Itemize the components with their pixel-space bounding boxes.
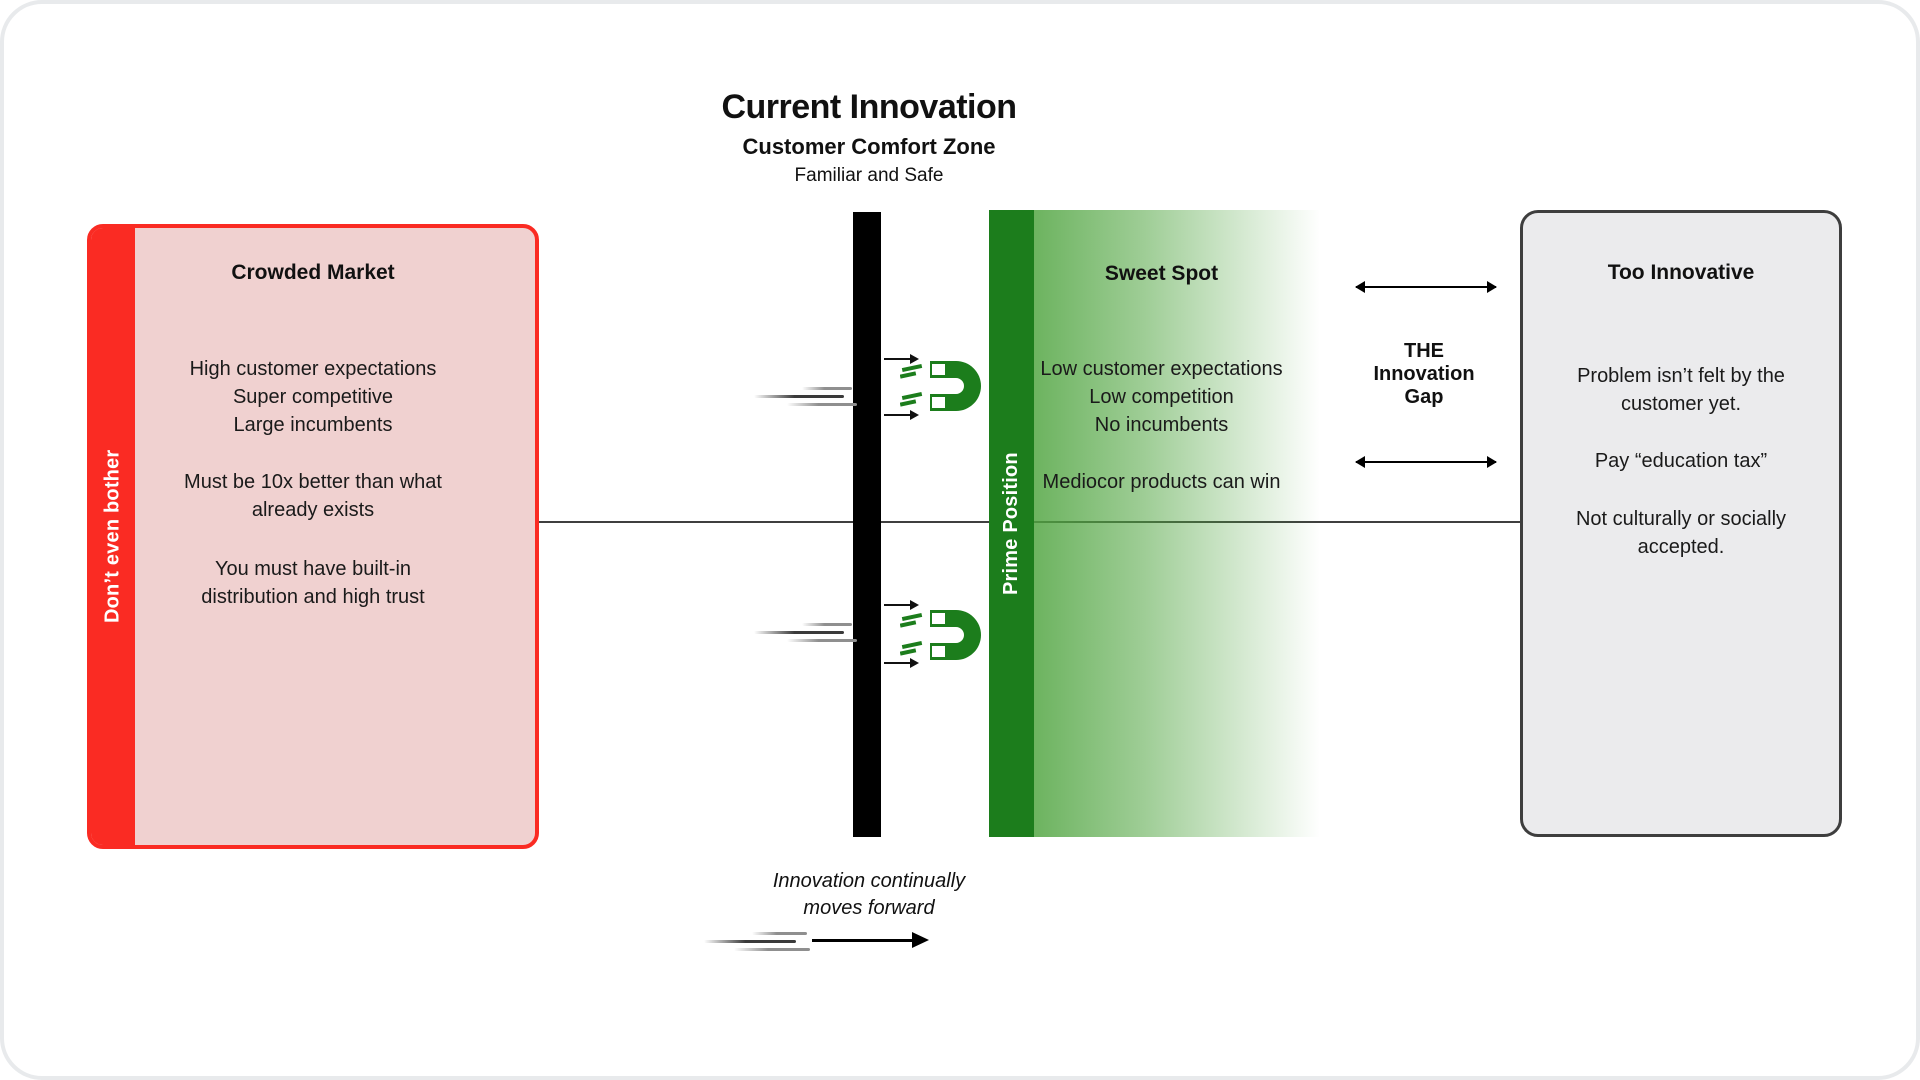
speed-line-icon xyxy=(802,623,852,626)
too-innovative-point-group-3: Not culturally or socially accepted. xyxy=(1575,508,1787,558)
crowded-market-point-group-2: Must be 10x better than what already exi… xyxy=(184,471,442,521)
speed-line-icon xyxy=(752,932,807,935)
too-innovative-point-group-2: Pay “education tax” xyxy=(1594,450,1768,472)
sweet-spot-box: Prime Position Sweet Spot Low customer e… xyxy=(989,210,1334,837)
sweet-spot-title: Sweet Spot xyxy=(1104,262,1219,285)
speed-line-icon xyxy=(802,387,852,390)
too-innovative-title: Too Innovative xyxy=(1607,261,1755,284)
speed-line-icon xyxy=(704,940,796,943)
page-title: Current Innovation xyxy=(721,88,1017,126)
sweet-spot-point-group-2: Mediocor products can win xyxy=(1042,471,1281,493)
crowded-market-ribbon-label: Don’t even bother xyxy=(101,449,124,624)
speed-line-icon xyxy=(754,631,844,634)
page-subtitle: Customer Comfort Zone xyxy=(742,134,996,159)
crowded-market-box: Don’t even bother Crowded Market High cu… xyxy=(87,224,539,849)
crowded-market-ribbon-strip: Don’t even bother xyxy=(91,228,135,845)
magnet-icon xyxy=(900,610,981,660)
header-title-block: Current Innovation Customer Comfort Zone… xyxy=(649,88,1089,187)
pull-arrow-icon xyxy=(884,658,919,668)
pull-arrow-icon xyxy=(884,354,919,364)
sweet-spot-ribbon-label: Prime Position xyxy=(1000,452,1022,595)
crowded-market-point-group-3: You must have built-in distribution and … xyxy=(201,558,425,608)
pull-arrow-icon xyxy=(884,410,919,420)
page-tagline: Familiar and Safe xyxy=(794,165,944,186)
current-innovation-bar xyxy=(853,212,881,837)
speed-line-icon xyxy=(754,395,844,398)
speed-line-icon xyxy=(787,403,857,406)
sweet-spot-ribbon-strip: Prime Position xyxy=(989,210,1034,837)
gap-arrow-bottom-icon xyxy=(1355,456,1497,468)
pull-arrow-icon xyxy=(884,600,919,610)
innovation-gap-label: THE Innovation Gap xyxy=(1373,340,1475,408)
crowded-market-title: Crowded Market xyxy=(231,261,395,284)
footer-caption: Innovation continually moves forward xyxy=(772,870,966,919)
too-innovative-point-group-1: Problem isn’t felt by the customer yet. xyxy=(1577,365,1785,415)
speed-line-icon xyxy=(787,639,857,642)
gap-arrow-top-icon xyxy=(1355,281,1497,293)
forward-arrow-icon xyxy=(812,932,929,948)
crowded-market-point-group-1: High customer expectations Super competi… xyxy=(189,358,437,436)
magnet-icon xyxy=(900,361,981,411)
sweet-spot-point-group-1: Low customer expectations Low competitio… xyxy=(1040,358,1283,436)
speed-line-icon xyxy=(734,948,810,951)
too-innovative-box: Too Innovative Problem isn’t felt by the… xyxy=(1520,210,1842,837)
